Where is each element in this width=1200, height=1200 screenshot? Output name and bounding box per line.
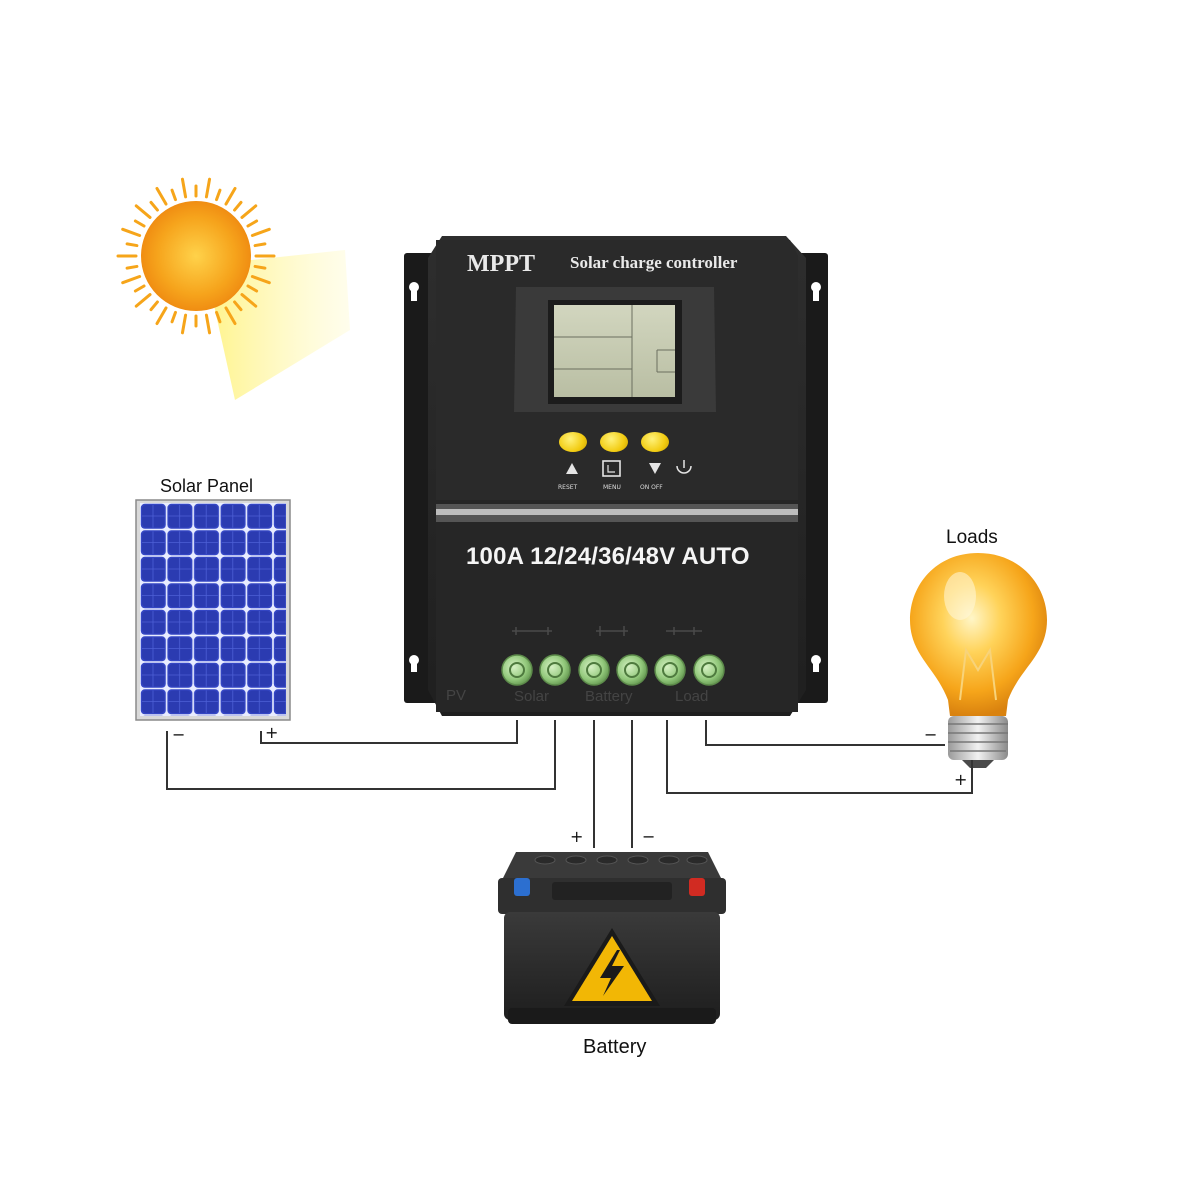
sun-ray [215,188,222,202]
onoff-down-button[interactable] [641,432,669,452]
screw-terminal [654,654,686,686]
screw-terminal [616,654,648,686]
sun-ray [204,313,212,335]
sun-ray [240,204,258,219]
sun-ray [149,300,159,312]
screw-terminal [501,654,533,686]
menu-button[interactable] [600,432,628,452]
menu-icon [602,460,621,477]
screw-terminal [693,654,725,686]
sun-ray [250,227,271,237]
sun-ray [121,275,142,285]
battery-label: Battery [583,1036,647,1058]
svg-text:Battery: Battery [585,688,633,705]
sun-ray [180,177,188,199]
positive-terminal-icon [689,878,705,896]
battery-minus-mark: − [642,827,656,846]
load-plus-mark: + [954,770,968,789]
screw-terminal [539,654,571,686]
negative-terminal-icon [514,878,530,896]
onoff-button-label: ON OFF [640,484,663,491]
svg-text:Load: Load [675,688,708,705]
sun-ray [180,313,188,335]
sun-ray [215,310,222,324]
up-arrow-icon [566,463,578,474]
controller-rating: 100A 12/24/36/48V AUTO [466,543,750,570]
sun-ray [224,306,237,326]
charge-controller: PV Solar Battery Load [404,236,828,716]
light-bulb-icon [910,553,1047,768]
sun-ray [133,284,146,293]
sun-ray [246,219,259,228]
solar-panel-icon [135,499,291,721]
svg-text:Solar: Solar [514,688,549,705]
sun-ray [224,186,237,206]
reset-up-button[interactable] [559,432,587,452]
power-icon [676,465,692,474]
loads-label: Loads [946,527,998,548]
controller-brand: MPPT [467,251,535,277]
sun-ray [134,293,152,308]
svg-text:PV: PV [446,687,466,704]
panel-plus-mark: + [265,723,279,742]
battery-plus-mark: + [570,827,584,846]
reset-button-label: RESET [558,484,578,491]
sun-ray [121,227,142,237]
sun-ray [133,219,146,228]
battery-icon [498,852,726,1024]
sun-ray [125,242,139,248]
controller-product-name: Solar charge controller [570,253,738,272]
wires [166,720,973,848]
sun-ray [125,264,139,270]
sun-icon [116,177,350,400]
screw-terminal [578,654,610,686]
sun-ray [233,200,243,212]
terminal-block [501,654,725,686]
sun-ray [170,188,177,202]
sun-ray [253,242,267,248]
sun-ray [240,293,258,308]
sun-ray [250,275,271,285]
down-arrow-icon [649,463,661,474]
sun-ray [149,200,159,212]
sun-ray [233,300,243,312]
load-minus-mark: − [924,725,938,744]
sun-ray [170,310,177,324]
lcd-screen [554,305,675,397]
sun-ray [246,284,259,293]
sun-ray [134,204,152,219]
sun-ray [155,186,168,206]
menu-button-label: MENU [603,484,621,491]
sun-ray [204,177,212,199]
sun-ray [155,306,168,326]
sun-ray [253,264,267,270]
panel-minus-mark: − [172,725,186,744]
solar-panel-label: Solar Panel [160,476,254,496]
